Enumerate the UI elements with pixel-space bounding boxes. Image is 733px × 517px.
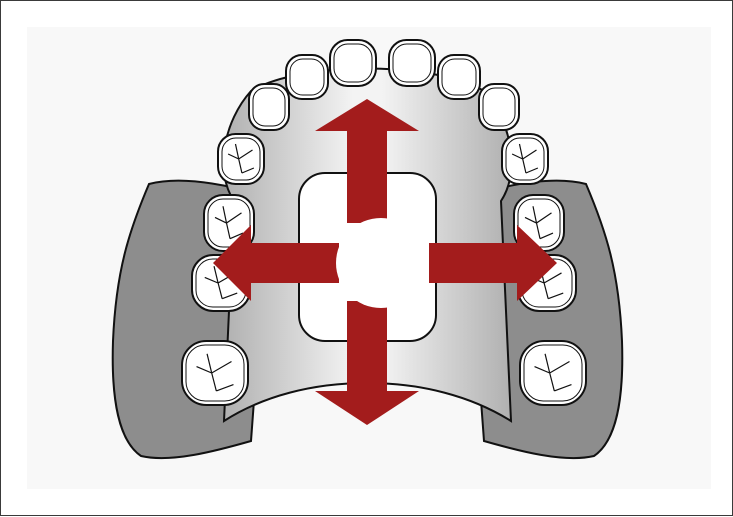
tooth-lateral-left — [249, 84, 289, 130]
center-screw — [336, 218, 426, 308]
tooth-canine-right — [502, 134, 548, 184]
tooth-incisor-4 — [438, 55, 480, 99]
tooth-canine-left — [218, 134, 264, 184]
tooth-incisor-2 — [330, 40, 376, 86]
tooth-lateral-right — [479, 84, 519, 130]
tooth-molar-right-1 — [520, 341, 586, 405]
tooth-incisor-1 — [286, 55, 328, 99]
tooth-molar-left-1 — [182, 341, 248, 405]
tooth-incisor-3 — [389, 40, 435, 86]
